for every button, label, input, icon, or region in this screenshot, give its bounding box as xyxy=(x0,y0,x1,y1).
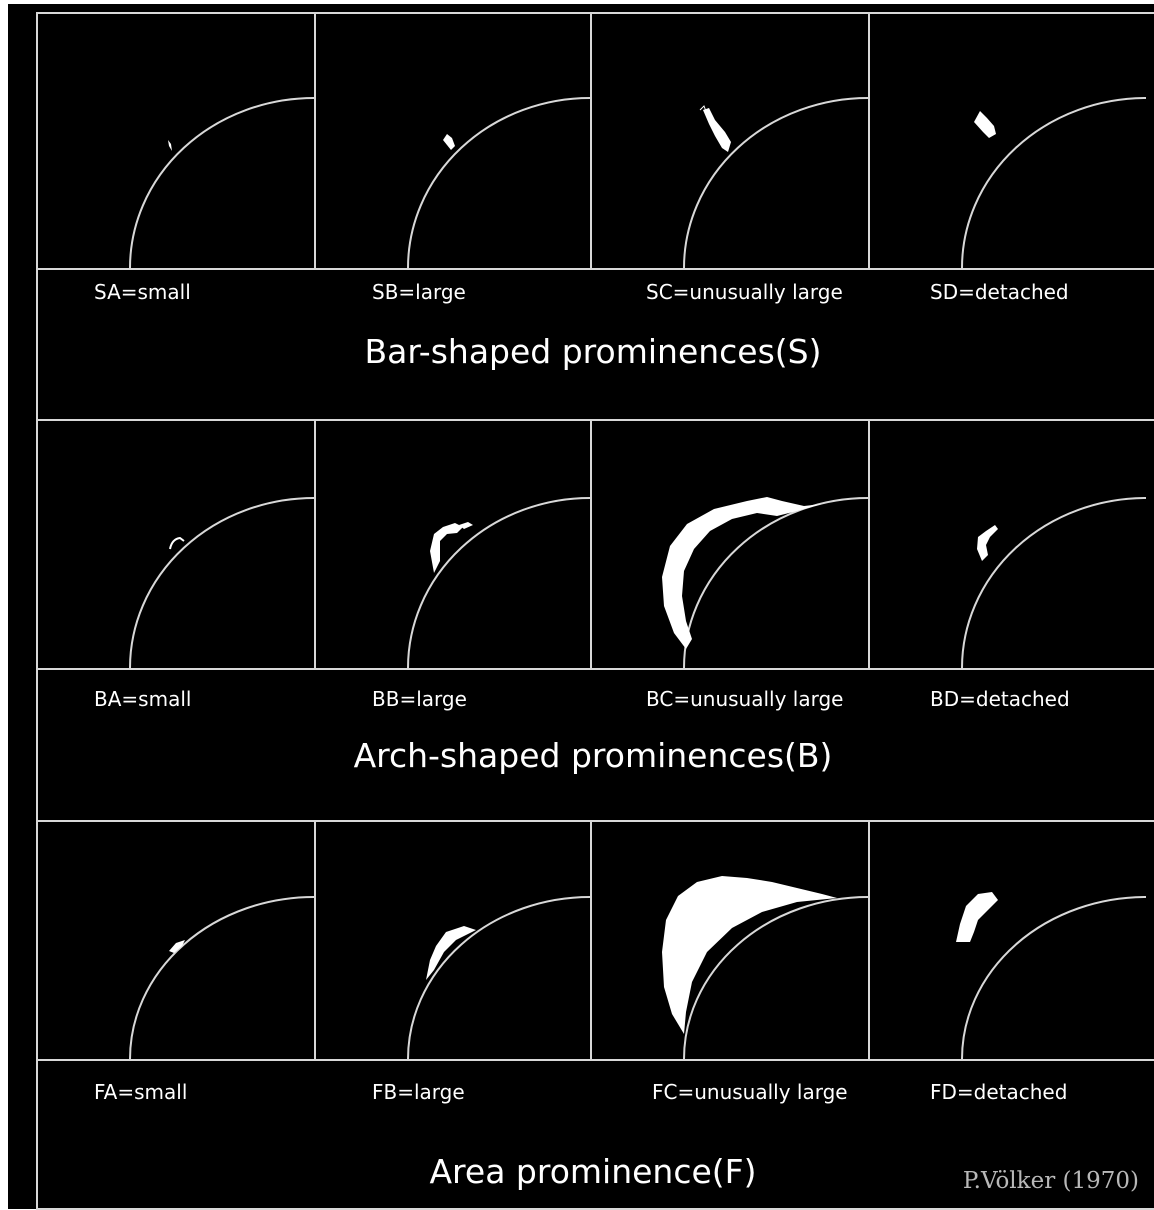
detached-arch-prominence-icon xyxy=(961,497,1147,668)
unusually-large-bar-prominence-icon xyxy=(683,97,868,268)
small-area-prominence-icon xyxy=(129,896,314,1059)
divider-line xyxy=(38,668,1154,670)
divider-line xyxy=(38,419,1154,421)
divider-line xyxy=(38,820,1154,822)
divider-line xyxy=(868,421,870,668)
panel-sb: SB=large xyxy=(316,14,590,304)
small-bar-prominence-icon xyxy=(129,97,314,268)
divider-line xyxy=(314,421,316,668)
panel-label: SD=detached xyxy=(930,280,1069,304)
divider-line xyxy=(590,822,592,1059)
divider-line xyxy=(590,14,592,268)
large-arch-prominence-icon xyxy=(407,497,590,668)
divider-line xyxy=(590,421,592,668)
panel-label: BC=unusually large xyxy=(646,687,844,711)
detached-bar-prominence-icon xyxy=(961,97,1147,268)
figure-frame: SA=small SB=large SC=unusually large SD=… xyxy=(36,12,1154,1210)
divider-line xyxy=(314,14,316,268)
row-title: Bar-shaped prominences(S) xyxy=(364,332,822,371)
panel-label: FB=large xyxy=(372,1080,465,1104)
divider-line xyxy=(868,822,870,1059)
panel-fa: FA=small xyxy=(38,822,314,1104)
author-credit: P.Völker (1970) xyxy=(962,1168,1139,1194)
panel-label: BB=large xyxy=(372,687,467,711)
panel-label: SA=small xyxy=(94,280,191,304)
panel-label: BD=detached xyxy=(930,687,1070,711)
panel-label: BA=small xyxy=(94,687,192,711)
panel-bc: BC=unusually large xyxy=(592,421,868,711)
panel-label: FC=unusually large xyxy=(652,1080,848,1104)
panel-sd: SD=detached xyxy=(870,14,1154,304)
divider-line xyxy=(38,1059,1154,1061)
figure-background: SA=small SB=large SC=unusually large SD=… xyxy=(8,4,1154,1210)
unusually-large-arch-prominence-icon xyxy=(662,497,868,668)
panel-ba: BA=small xyxy=(38,421,314,711)
row-title: Area prominence(F) xyxy=(429,1152,757,1191)
small-arch-prominence-icon xyxy=(129,497,314,668)
panel-sc: SC=unusually large xyxy=(592,14,868,304)
divider-line xyxy=(38,268,1154,270)
unusually-large-area-prominence-icon xyxy=(662,876,868,1059)
divider-line xyxy=(314,822,316,1059)
panel-label: SC=unusually large xyxy=(646,280,843,304)
panel-label: SB=large xyxy=(372,280,466,304)
divider-line xyxy=(868,14,870,268)
panel-fd: FD=detached xyxy=(870,822,1154,1104)
panel-bb: BB=large xyxy=(316,421,590,711)
row-title: Arch-shaped prominences(B) xyxy=(353,736,833,775)
panel-fb: FB=large xyxy=(316,822,590,1104)
panel-bd: BD=detached xyxy=(870,421,1154,711)
large-bar-prominence-icon xyxy=(407,97,590,268)
panel-label: FD=detached xyxy=(930,1080,1068,1104)
detached-area-prominence-icon xyxy=(956,892,1147,1059)
panel-sa: SA=small xyxy=(38,14,314,304)
panel-fc: FC=unusually large xyxy=(592,822,868,1104)
panel-label: FA=small xyxy=(94,1080,188,1104)
large-area-prominence-icon xyxy=(407,896,590,1059)
